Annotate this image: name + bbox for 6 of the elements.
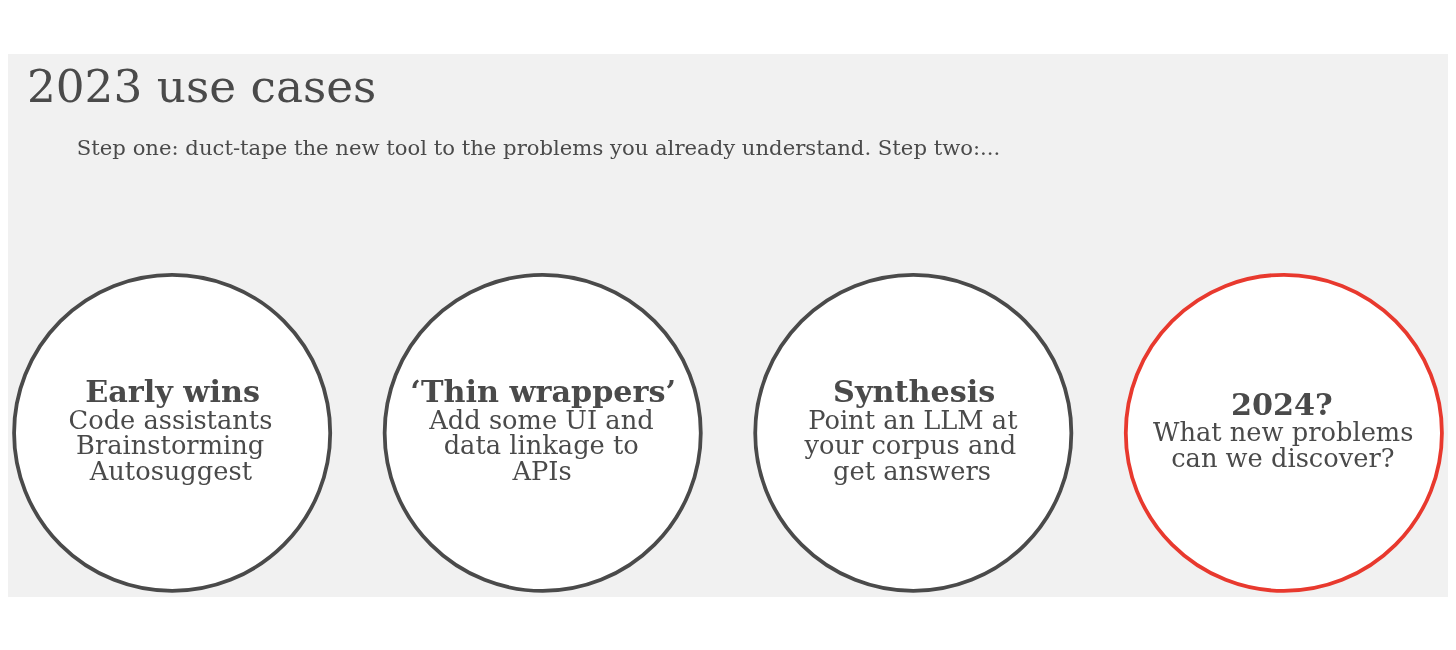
label: Step one: duct-tape the new tool to the problems you already understand. Step two:... [76,134,1001,160]
node-circle: ‘Thin wrappers’ Add some UI and data linkage to APIs [382,272,703,593]
node-circle: Early wins Code assistants Brainstorming Autosuggest [12,272,333,593]
node-circle: Synthesis Point an LLM at your corpus and get answers [753,272,1074,593]
diagram-title: 2023 use cases [26,59,377,113]
node-circle: 2024? What new problems can we discover? [1123,272,1444,593]
